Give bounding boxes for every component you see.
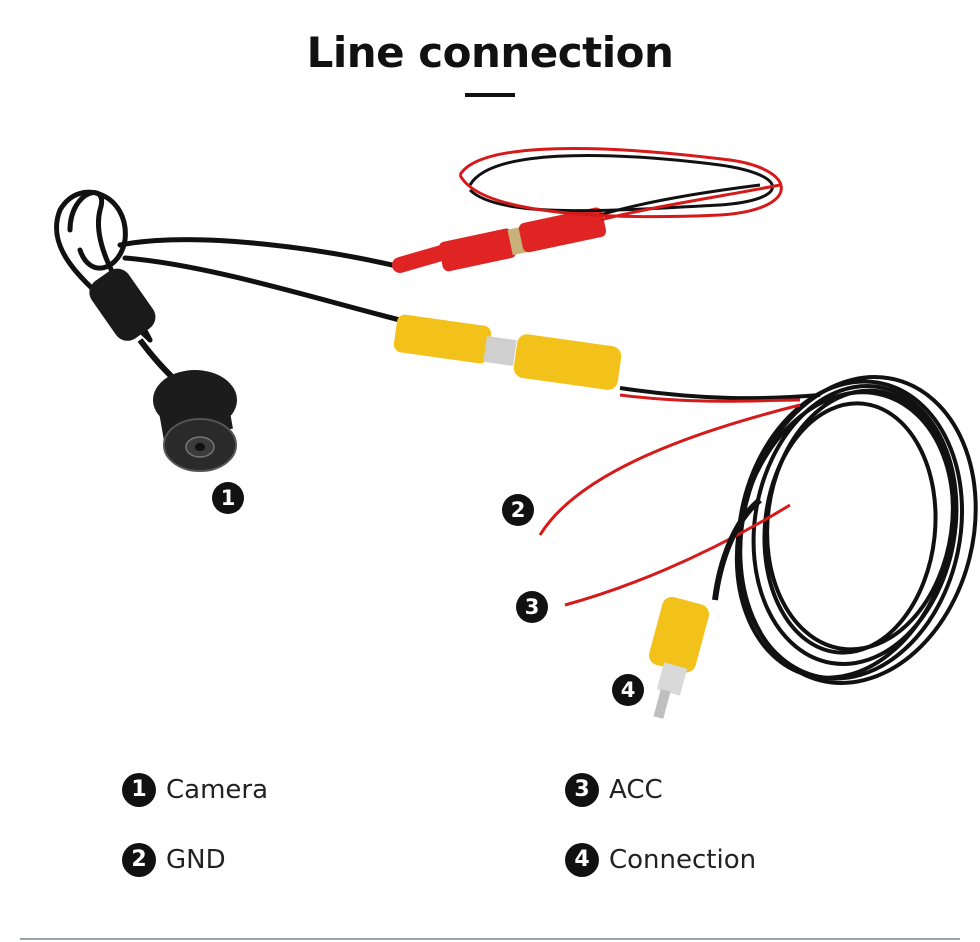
title-underline (465, 93, 515, 97)
legend-item-acc: 3 ACC (565, 773, 663, 807)
legend-item-gnd: 2 GND (122, 843, 226, 877)
red-power-lead (392, 147, 783, 273)
legend-number: 3 (565, 773, 599, 807)
yellow-rca-plug (649, 497, 762, 719)
legend-label: ACC (609, 775, 663, 805)
cable-coil (619, 375, 978, 685)
legend-number: 1 (122, 773, 156, 807)
legend-number: 4 (565, 843, 599, 877)
legend-item-connection: 4 Connection (565, 843, 756, 877)
ferrite-bead (89, 268, 156, 341)
callout-4-connection: 4 (612, 674, 644, 706)
legend-number: 2 (122, 843, 156, 877)
product-illustration (54, 147, 978, 719)
page-title: Line connection (306, 28, 674, 77)
legend-label: Connection (609, 845, 757, 875)
legend-label: Camera (166, 775, 269, 805)
yellow-video-lead (393, 314, 622, 390)
bottom-divider (20, 938, 960, 940)
legend-label: GND (166, 845, 226, 875)
legend-item-camera: 1 Camera (122, 773, 268, 807)
callout-3-acc: 3 (516, 591, 548, 623)
callout-1-camera: 1 (212, 482, 244, 514)
red-wires (538, 393, 801, 607)
camera-icon (137, 338, 237, 472)
callout-2-gnd: 2 (502, 494, 534, 526)
